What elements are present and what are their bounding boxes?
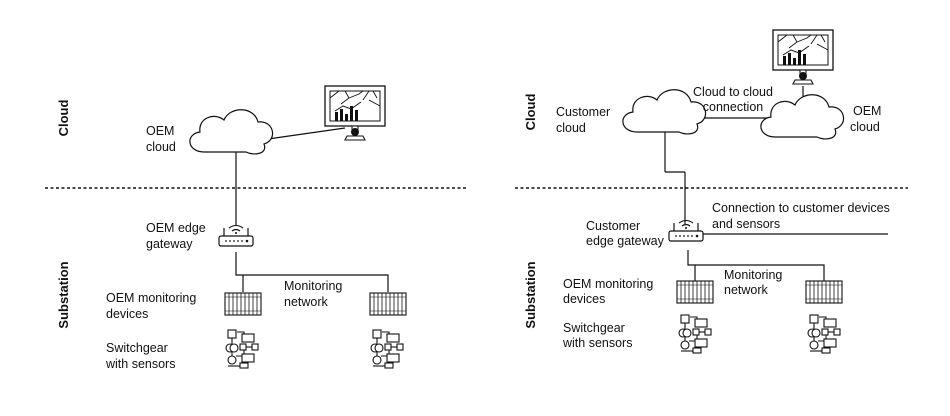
left-gateway-label-line1: OEM edge [146,221,206,235]
left-network-label-line1: Monitoring [284,279,342,293]
right-network-label-line2: network [724,283,769,297]
left-monitoring-device-icon-2 [369,292,407,316]
right-oem-cloud-label-line2: cloud [850,120,880,134]
right-switchgear-label-line1: Switchgear [563,321,625,335]
right-devices-label-line1: OEM monitoring [563,277,653,291]
right-zone-substation-label: Substation [523,261,538,328]
right-network-label-line1: Monitoring [724,268,782,282]
right-zone-cloud-label: Cloud [523,94,538,131]
right-gateway-label-line2: edge gateway [586,234,665,248]
right-monitoring-device-icon-1 [676,280,714,304]
left-devices-label-line1: OEM monitoring [106,291,196,305]
right-devices-label-line2: devices [563,292,605,306]
right-panel: Cloud Substation Customer cloud Cloud to… [515,29,908,354]
right-customer-connection-label-line1: Connection to customer devices [712,201,890,215]
left-gateway-label-line2: gateway [146,237,193,251]
left-network-label-line2: network [284,295,329,309]
left-oem-cloud-icon [189,109,274,155]
left-monitoring-device-icon-1 [224,292,262,316]
right-gateway-label-line1: Customer [586,219,640,233]
right-switchgear-icon-1 [678,314,712,354]
left-switchgear-label-line1: Switchgear [106,341,168,355]
right-dashboard-monitor-icon [772,29,834,85]
left-dashboard-monitor-icon [324,85,386,141]
left-panel: Cloud Substation OEM cloud OEM edge gate… [45,85,468,371]
left-zone-cloud-label: Cloud [56,100,71,137]
left-edge-gateway-icon [218,224,254,247]
right-switchgear-label-line2: with sensors [562,336,632,350]
right-customer-cloud-label-line2: cloud [556,121,586,135]
left-devices-label-line2: devices [106,307,148,321]
left-zone-substation-label: Substation [56,261,71,328]
right-monitoring-device-icon-2 [805,280,843,304]
right-monitoring-network-line [687,250,825,282]
left-oem-cloud-label-line1: OEM [146,124,174,138]
left-monitoring-network-line [235,252,389,292]
right-cloud-to-cloud-label-line1: Cloud to cloud [693,85,773,99]
left-oem-cloud-label-line2: cloud [146,140,176,154]
right-oem-cloud-label-line1: OEM [853,104,881,118]
right-switchgear-icon-2 [807,314,841,354]
right-cloud-to-cloud-label-line2: connection [703,100,764,114]
left-switchgear-icon-1 [225,329,259,369]
right-oem-cloud-icon [760,94,845,140]
left-cloud-monitor-link [267,127,346,140]
left-switchgear-label-line2: with sensors [105,357,175,371]
right-customer-cloud-label-line1: Customer [556,105,610,119]
right-edge-gateway-icon [668,219,704,242]
right-customer-connection-label-line2: and sensors [712,217,780,231]
left-switchgear-icon-2 [370,329,404,369]
